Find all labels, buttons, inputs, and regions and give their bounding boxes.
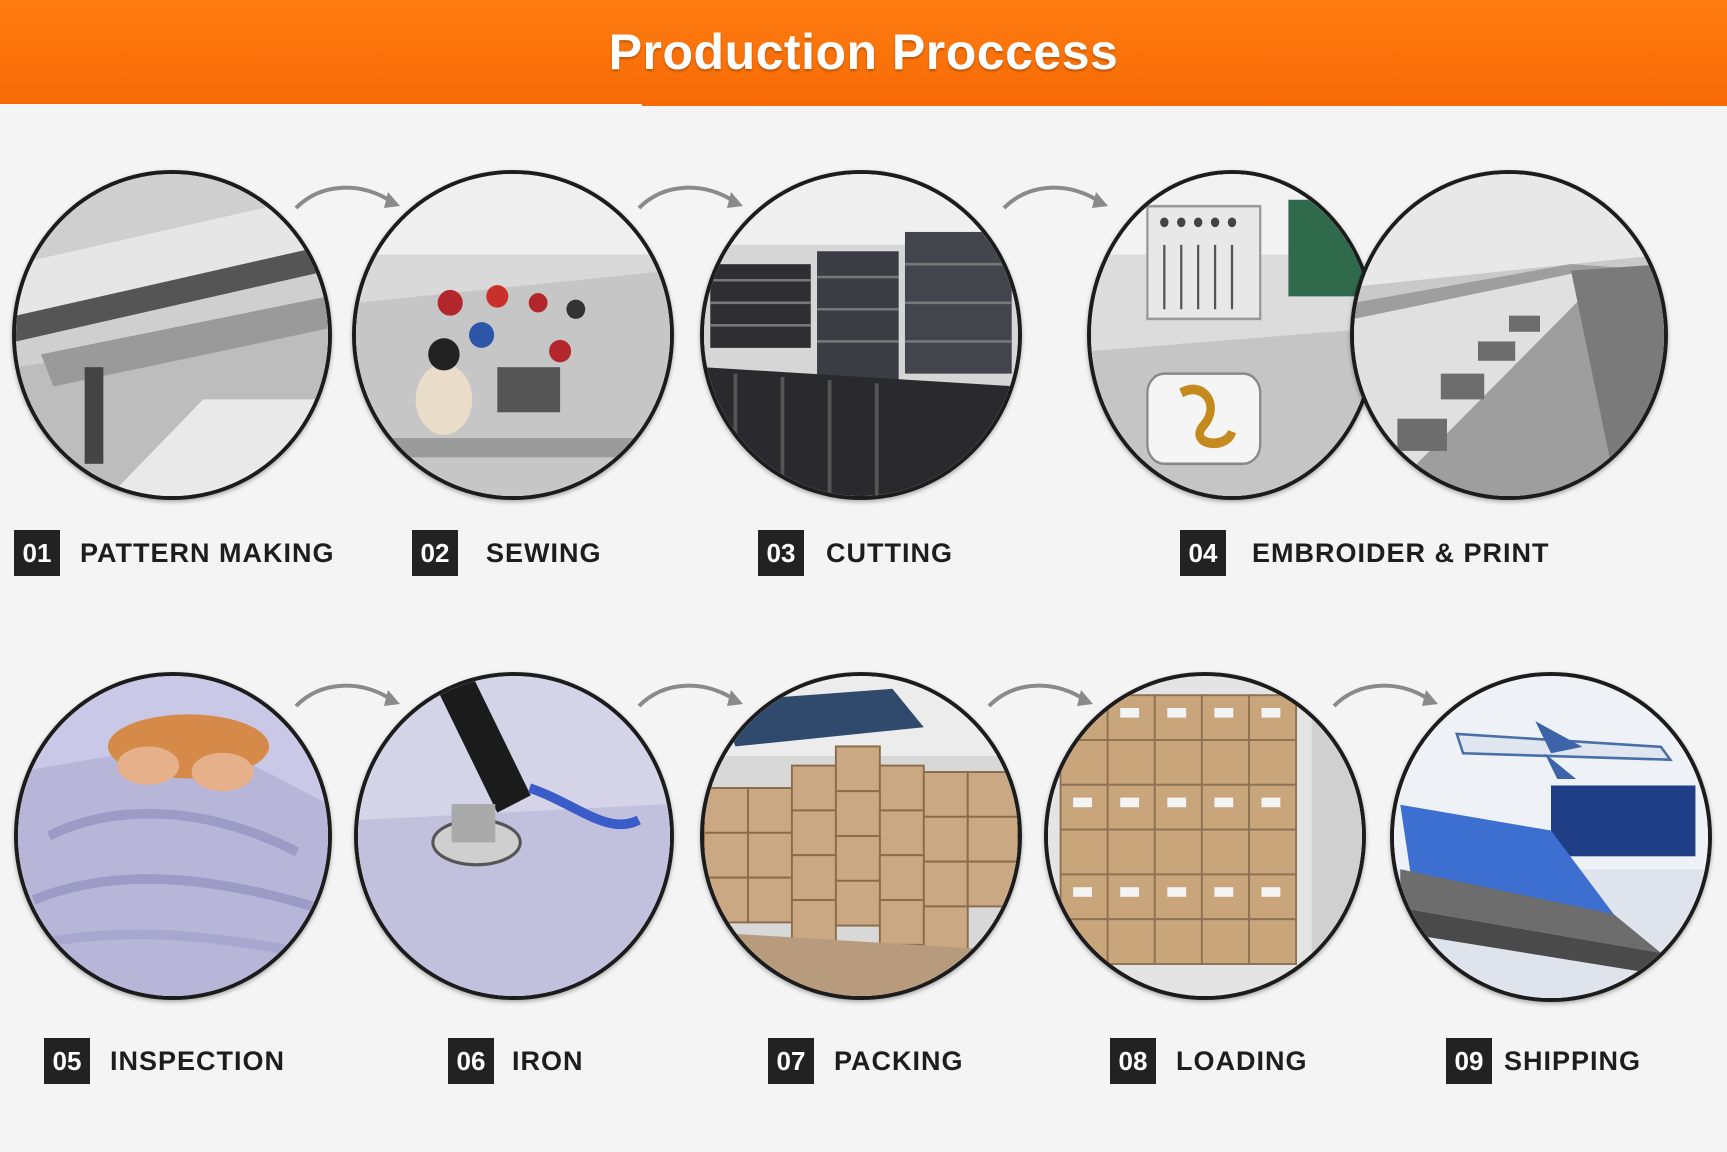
step-title: PATTERN MAKING: [80, 537, 335, 568]
step-number-badge: 04: [1180, 530, 1226, 576]
step-number-badge: 03: [758, 530, 804, 576]
step-04-label: 04 EMBROIDER & PRINT: [1180, 530, 1550, 576]
step-number-badge: 09: [1446, 1038, 1492, 1084]
step-02-image: [352, 170, 674, 500]
step-01-label: 01 PATTERN MAKING: [14, 530, 334, 576]
step-05-label: 05 INSPECTION: [44, 1038, 285, 1084]
step-number-badge: 08: [1110, 1038, 1156, 1084]
arrow-icon: [985, 676, 1095, 716]
step-number-badge: 06: [448, 1038, 494, 1084]
step-title: EMBROIDER & PRINT: [1252, 537, 1550, 568]
step-number-badge: 01: [14, 530, 60, 576]
step-03-label: 03 CUTTING: [758, 530, 953, 576]
arrow-icon: [292, 178, 402, 218]
step-08-label: 08 LOADING: [1110, 1038, 1308, 1084]
step-title: SHIPPING: [1504, 1045, 1642, 1076]
step-07-label: 07 PACKING: [768, 1038, 964, 1084]
step-number-badge: 02: [412, 530, 458, 576]
step-08-image: [1044, 672, 1366, 1000]
arrow-icon: [635, 676, 745, 716]
step-title: INSPECTION: [110, 1045, 286, 1076]
step-06-image: [354, 672, 674, 1000]
step-title: CUTTING: [826, 537, 953, 568]
step-06-label: 06 IRON: [448, 1038, 584, 1084]
arrow-icon: [1330, 676, 1440, 716]
arrow-icon: [292, 676, 402, 716]
page-title: Production Proccess: [608, 24, 1119, 80]
step-04-image-embroidery: [1087, 170, 1377, 500]
arrow-icon: [1000, 178, 1110, 218]
header-notch: [0, 104, 642, 112]
step-05-image: [14, 672, 332, 1000]
step-02-label: 02 SEWING: [412, 530, 602, 576]
step-title: IRON: [512, 1045, 584, 1076]
header-banner: [0, 0, 1727, 106]
step-01-image: [12, 170, 332, 500]
step-09-image: [1390, 672, 1712, 1002]
step-title: SEWING: [486, 537, 602, 568]
step-03-image: [700, 170, 1022, 500]
step-09-label: 09 SHIPPING: [1446, 1038, 1641, 1084]
step-title: PACKING: [834, 1045, 964, 1076]
step-number-badge: 07: [768, 1038, 814, 1084]
step-07-image: [700, 672, 1022, 1000]
arrow-icon: [635, 178, 745, 218]
step-number-badge: 05: [44, 1038, 90, 1084]
step-title: LOADING: [1176, 1045, 1308, 1076]
step-04-image-print: [1350, 170, 1668, 500]
